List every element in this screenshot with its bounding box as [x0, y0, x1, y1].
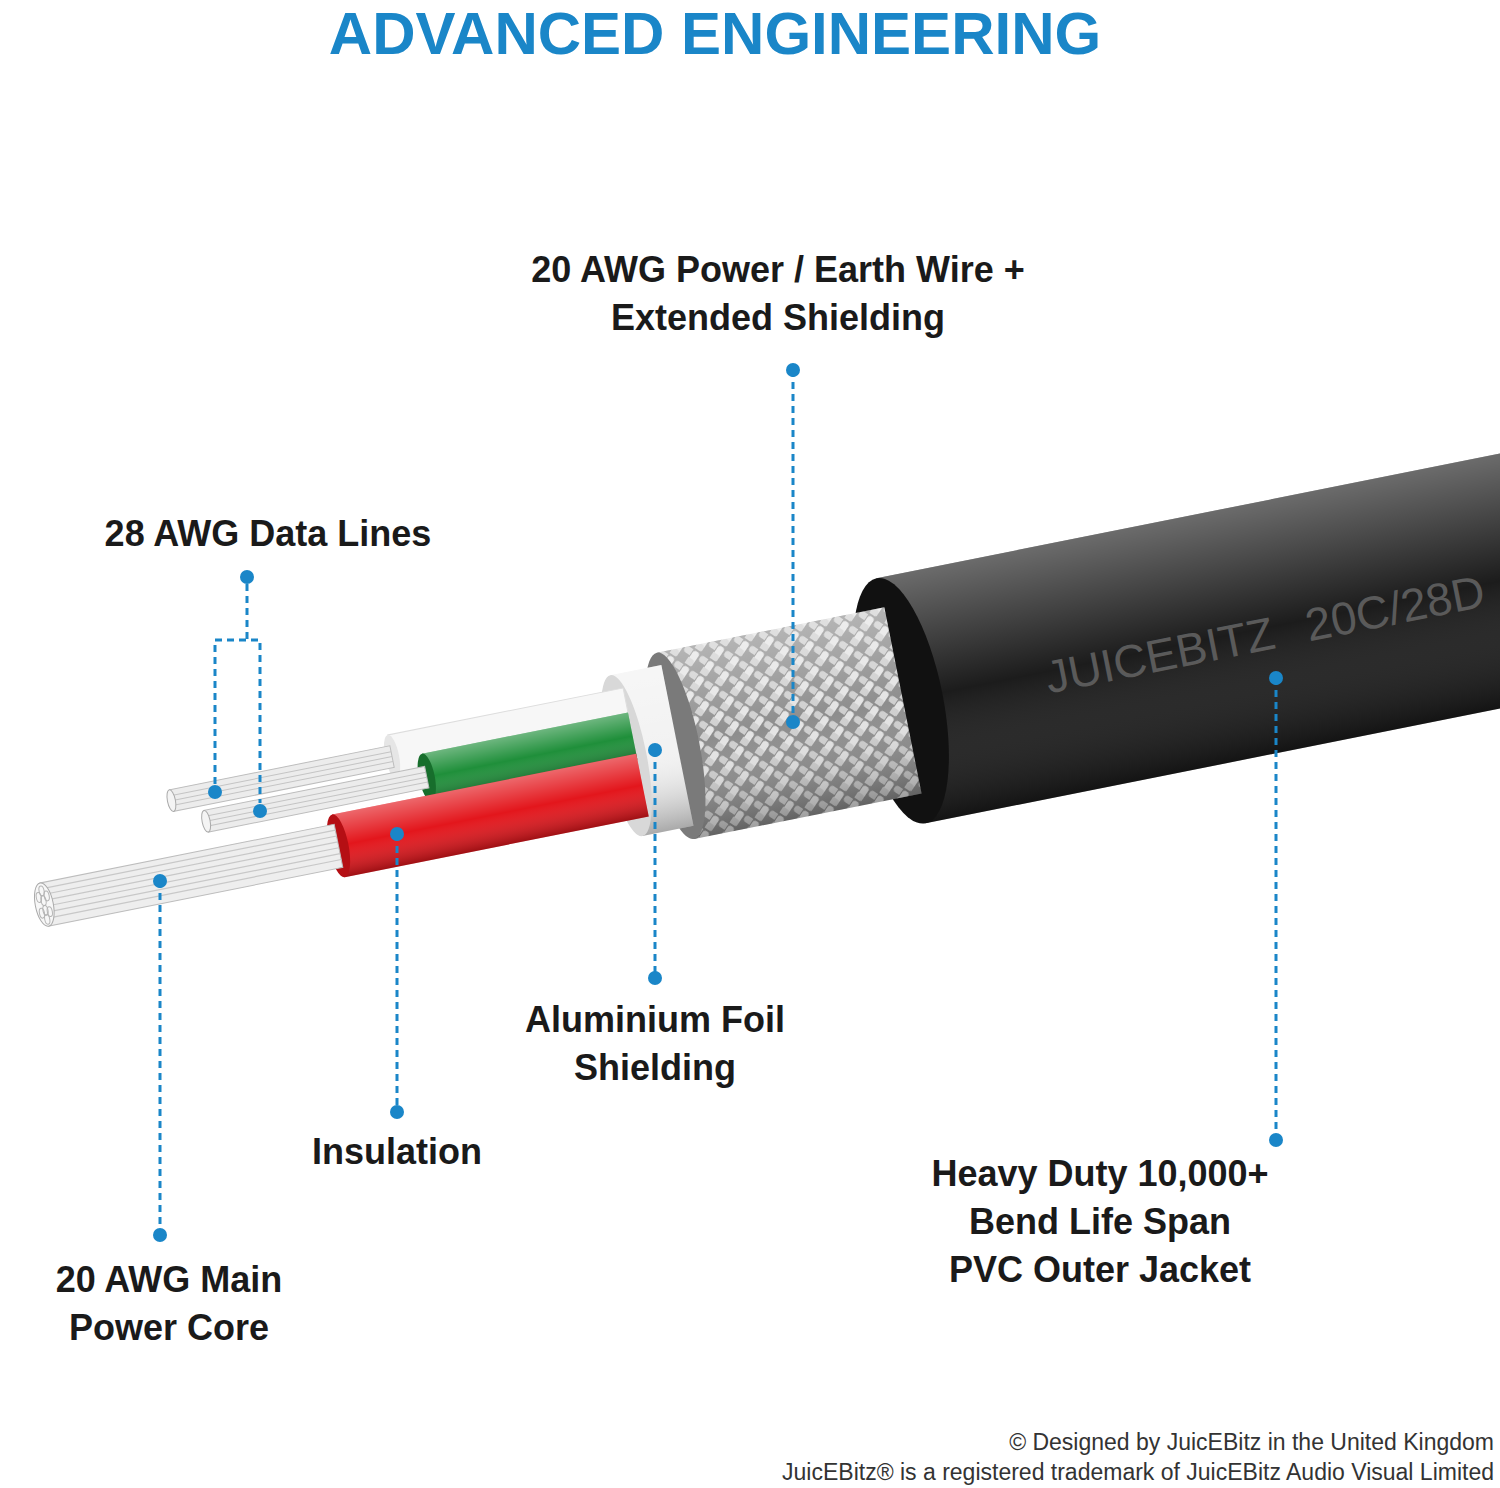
page-title: ADVANCED ENGINEERING — [0, 0, 1430, 70]
leader-dots — [153, 363, 1283, 1242]
callout-label: Heavy Duty 10,000+ Bend Life Span PVC Ou… — [865, 1150, 1335, 1294]
copyright-note: JuicEBitz® is a registered trademark of … — [782, 1458, 1494, 1486]
callout-label: 28 AWG Data Lines — [105, 510, 432, 558]
callout-label: Insulation — [312, 1128, 482, 1176]
callout-label: 20 AWG Power / Earth Wire + Extended Shi… — [493, 246, 1063, 342]
callout-label: 20 AWG Main Power Core — [4, 1256, 334, 1352]
callout-label: Aluminium Foil Shielding — [505, 996, 805, 1092]
leader-lines — [160, 370, 1276, 1235]
copyright-note: © Designed by JuicEBitz in the United Ki… — [1009, 1428, 1494, 1456]
